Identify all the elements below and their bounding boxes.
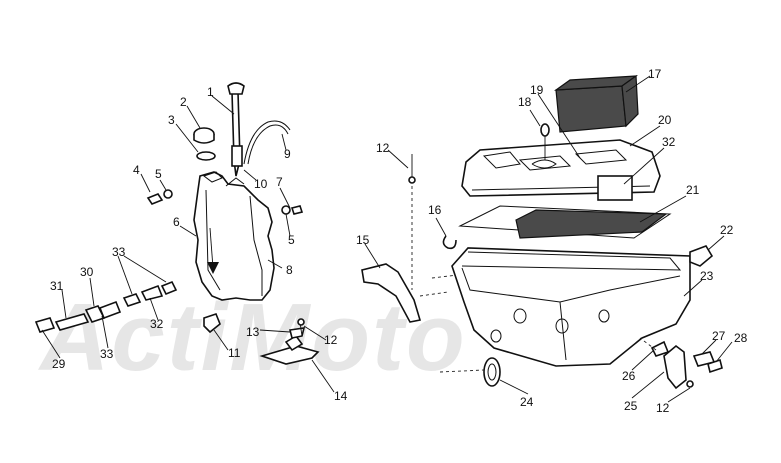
callout-24: 24 <box>520 395 534 409</box>
airbox-assembly <box>439 74 733 403</box>
foam-element-lower <box>515 209 668 239</box>
callout-13: 13 <box>246 325 260 339</box>
callout-10: 10 <box>254 177 268 191</box>
callout-21: 21 <box>686 183 700 197</box>
callout-28: 28 <box>734 331 748 345</box>
callout-12c: 12 <box>656 401 670 415</box>
callout-5b: 5 <box>288 233 295 247</box>
callout-27: 27 <box>712 329 726 343</box>
callout-12a: 12 <box>376 141 390 155</box>
callout-25: 25 <box>624 399 638 413</box>
callout-2: 2 <box>180 95 187 109</box>
callout-9: 9 <box>284 147 291 161</box>
callout-labels: 1 2 3 4 5 5 6 7 8 9 10 11 12 12 12 13 14… <box>50 67 748 415</box>
callout-12b: 12 <box>324 333 338 347</box>
mount-brackets <box>361 149 501 323</box>
callout-4: 4 <box>133 163 140 177</box>
callout-1: 1 <box>207 85 214 99</box>
leader-lines-left <box>41 95 335 393</box>
watermark-text: ActiMoto <box>38 284 467 391</box>
callout-5a: 5 <box>155 167 162 181</box>
callout-17: 17 <box>648 67 662 81</box>
callout-16: 16 <box>428 203 442 217</box>
callout-19: 18 <box>518 95 532 109</box>
callout-31: 32 <box>662 135 676 149</box>
callout-33b: 33 <box>100 347 114 361</box>
foam-element-upper <box>555 85 627 133</box>
callout-32a: 31 <box>50 279 64 293</box>
callout-32b: 32 <box>150 317 164 331</box>
callout-7: 7 <box>276 175 283 189</box>
callout-23: 23 <box>700 269 714 283</box>
callout-33a: 33 <box>112 245 126 259</box>
airbox-body <box>451 247 691 367</box>
callout-8: 8 <box>286 263 293 277</box>
callout-3: 3 <box>168 113 175 127</box>
callout-14: 14 <box>334 389 348 403</box>
callout-11: 11 <box>228 346 241 360</box>
callout-15: 15 <box>356 233 370 247</box>
callout-6: 6 <box>173 215 180 229</box>
callout-20: 19 <box>530 83 544 97</box>
leader-lines-right <box>439 75 733 403</box>
oil-tank-assembly <box>34 82 335 393</box>
callout-18: 20 <box>658 113 672 127</box>
callout-26: 26 <box>622 369 636 383</box>
callout-29: 29 <box>52 357 66 371</box>
callout-22: 22 <box>720 223 734 237</box>
callout-30: 30 <box>80 265 94 279</box>
